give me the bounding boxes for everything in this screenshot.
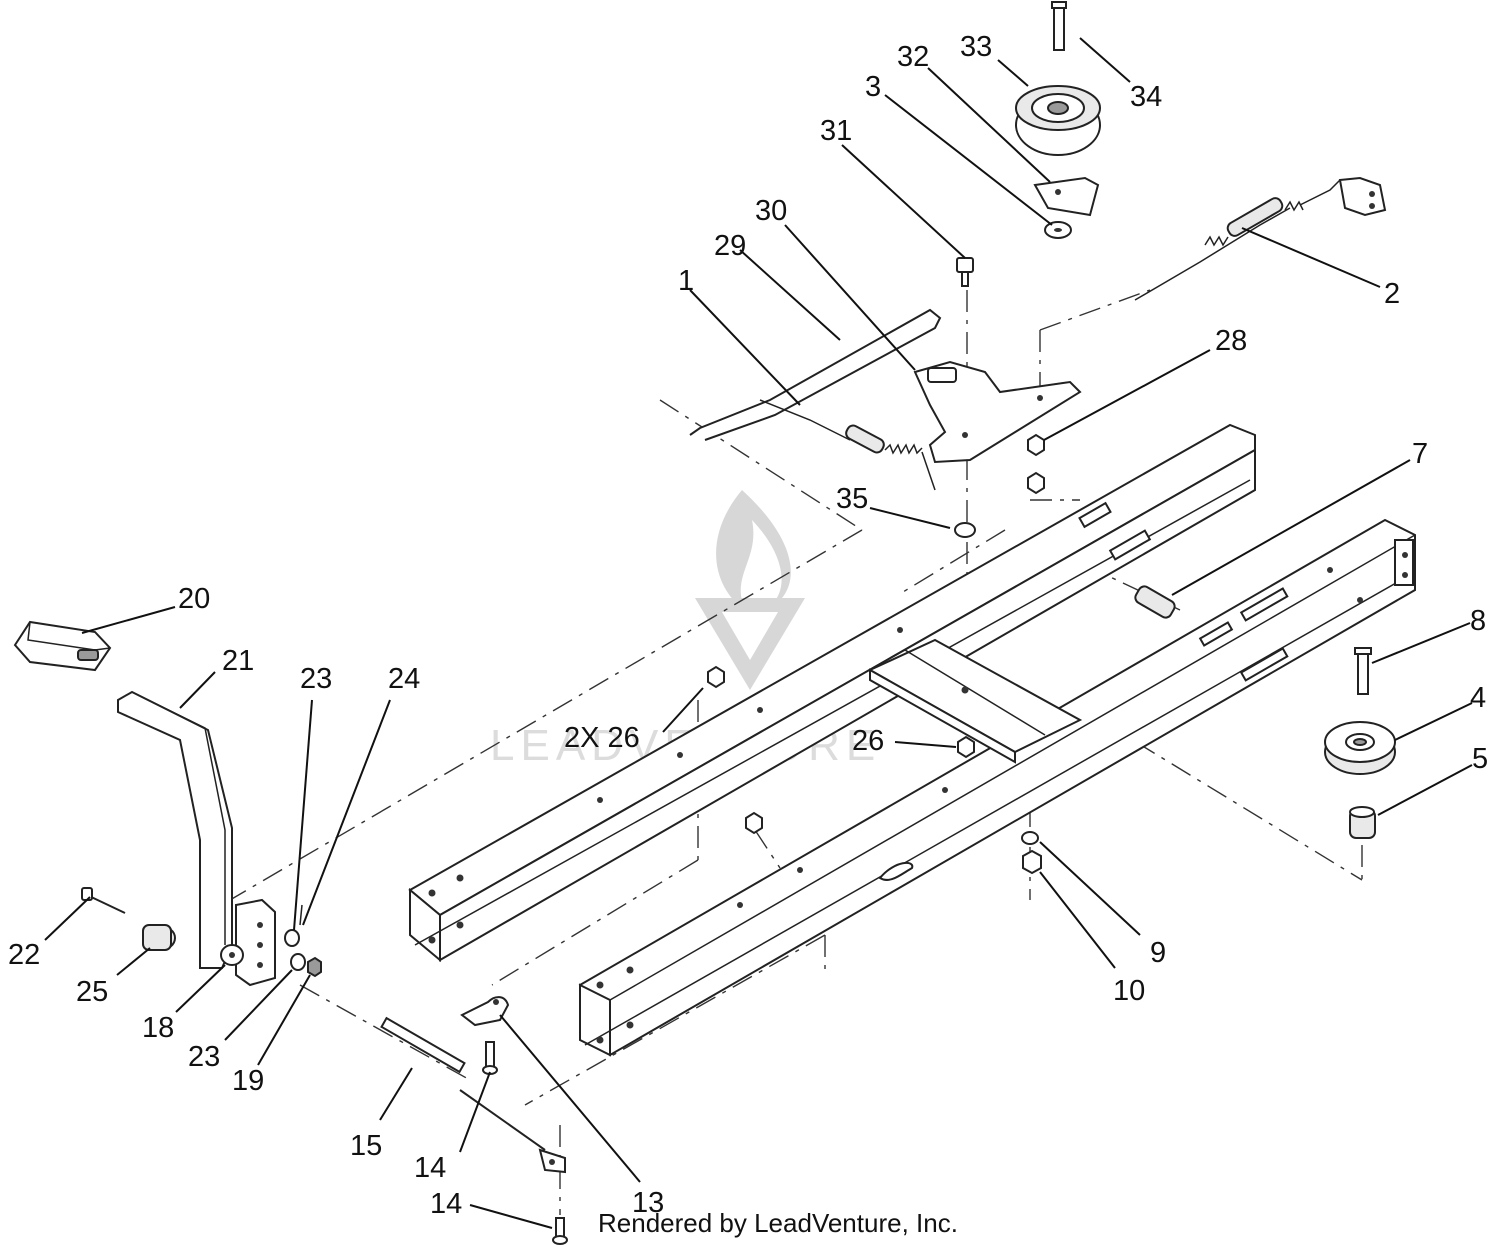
callout-28: 28 xyxy=(1215,325,1247,357)
callout-18: 18 xyxy=(142,1012,174,1044)
frame-rail-left xyxy=(408,423,1256,963)
callout-31: 31 xyxy=(820,115,852,147)
cross-member xyxy=(867,638,1083,764)
bracket-32 xyxy=(1033,176,1100,217)
pulley-4 xyxy=(1324,721,1396,775)
callout-13: 13 xyxy=(632,1187,664,1219)
spring-1 xyxy=(759,399,936,491)
callout-23b: 23 xyxy=(188,1041,220,1073)
callout-33: 33 xyxy=(960,31,992,63)
nuts-and-washers xyxy=(707,433,1045,875)
callout-22: 22 xyxy=(8,939,40,971)
callout-25: 25 xyxy=(76,976,108,1008)
bolt-8 xyxy=(1354,647,1372,695)
callout-21: 21 xyxy=(222,645,254,677)
idler-pulley-33 xyxy=(1015,85,1101,156)
callout-24: 24 xyxy=(388,663,420,695)
pedal-hardware xyxy=(81,887,322,978)
callouts: 1 2 3 4 5 7 8 9 10 13 14 14 15 18 19 20 … xyxy=(8,31,1488,1220)
callout-30: 30 xyxy=(755,195,787,227)
callout-32: 32 xyxy=(897,41,929,73)
callout-7: 7 xyxy=(1412,438,1428,470)
brake-pedal-21 xyxy=(117,690,276,987)
callout-29: 29 xyxy=(714,230,746,262)
callout-3: 3 xyxy=(865,71,881,103)
callout-15: 15 xyxy=(350,1130,382,1162)
bolts-14 xyxy=(482,1041,568,1245)
idler-rod-29 xyxy=(689,308,942,441)
callout-23a: 23 xyxy=(300,663,332,695)
callout-2x-26: 2X 26 xyxy=(564,722,640,754)
callout-9: 9 xyxy=(1150,937,1166,969)
leader-lines xyxy=(44,37,1473,1229)
spring-2 xyxy=(1134,176,1387,301)
washer-3 xyxy=(1044,221,1072,239)
callout-26: 26 xyxy=(852,725,884,757)
frame-rail-right xyxy=(578,518,1416,1057)
callout-14a: 14 xyxy=(414,1152,446,1184)
callout-5: 5 xyxy=(1472,743,1488,775)
callout-4: 4 xyxy=(1470,682,1486,714)
bolt-34 xyxy=(1051,1,1067,51)
callout-2: 2 xyxy=(1384,278,1400,310)
fitting-7 xyxy=(1134,585,1176,619)
callout-14b: 14 xyxy=(430,1188,462,1220)
idler-bracket-30 xyxy=(913,360,1082,464)
callout-19: 19 xyxy=(232,1065,264,1097)
callout-8: 8 xyxy=(1470,605,1486,637)
pedal-pad-20 xyxy=(13,620,112,672)
callout-35: 35 xyxy=(836,483,868,515)
rendered-by-footer: Rendered by LeadVenture, Inc. xyxy=(598,1208,958,1238)
callout-1: 1 xyxy=(678,265,694,297)
callout-20: 20 xyxy=(178,583,210,615)
spacer-5 xyxy=(1349,806,1376,839)
brake-rod-15 xyxy=(380,1016,566,1174)
bolt-31 xyxy=(956,257,974,287)
clip-13 xyxy=(460,996,510,1027)
callout-34: 34 xyxy=(1130,81,1162,113)
callout-10: 10 xyxy=(1113,975,1145,1007)
